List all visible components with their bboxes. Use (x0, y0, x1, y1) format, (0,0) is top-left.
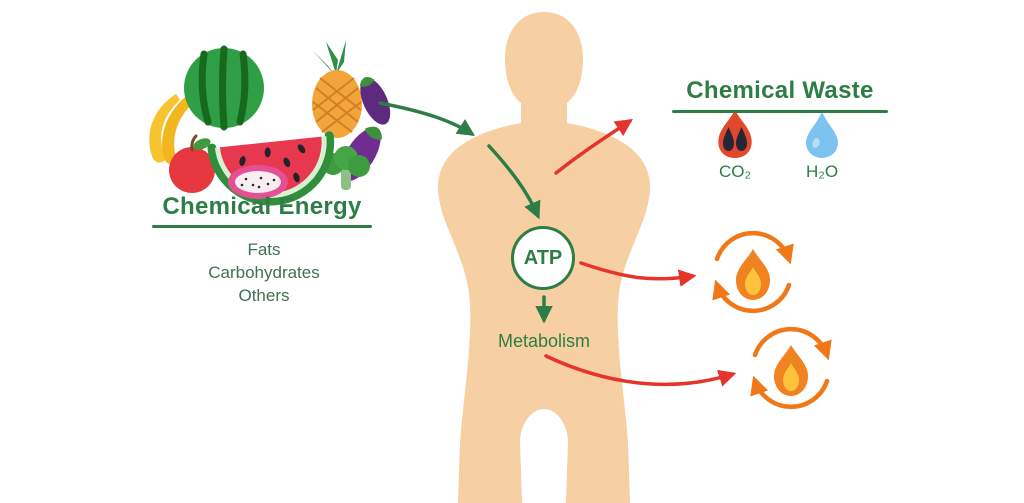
co2-label: CO₂ (718, 162, 752, 181)
food-illustration (149, 40, 391, 206)
watermelon-icon (184, 45, 264, 131)
banana-icon (149, 94, 180, 163)
water-drop-icon (806, 112, 838, 158)
chemical-waste-underline (672, 110, 888, 113)
chemical-waste-title: Chemical Waste (686, 77, 874, 104)
energy-release-arrow-1 (579, 261, 697, 287)
h2o-label: H₂O (805, 162, 839, 181)
chemical-energy-title: Chemical Energy (162, 193, 362, 220)
energy-source-item: Others (238, 286, 290, 305)
energy-sources-list: Fats Carbohydrates Others (158, 238, 370, 307)
atp-circle: ATP (511, 226, 575, 290)
flame-icon (718, 110, 752, 158)
flame-cycle-icon-1 (717, 233, 789, 311)
atp-label: ATP (523, 246, 563, 269)
energy-release-arrow-2 (544, 354, 737, 387)
apple-icon (169, 134, 215, 193)
energy-source-item: Fats (247, 240, 281, 259)
chemical-waste-arrow (554, 119, 633, 175)
metabolism-label: Metabolism (497, 331, 591, 351)
dragon-fruit-icon (228, 165, 288, 199)
energy-source-item: Carbohydrates (208, 263, 320, 282)
to-atp-arrow (487, 144, 541, 220)
chemical-energy-underline (152, 225, 372, 228)
pineapple-icon (312, 40, 362, 138)
flame-cycle-icon-2 (755, 329, 827, 407)
food-intake-arrow (378, 101, 475, 136)
eggplant-icon (359, 77, 391, 125)
banana-icon (162, 96, 192, 165)
